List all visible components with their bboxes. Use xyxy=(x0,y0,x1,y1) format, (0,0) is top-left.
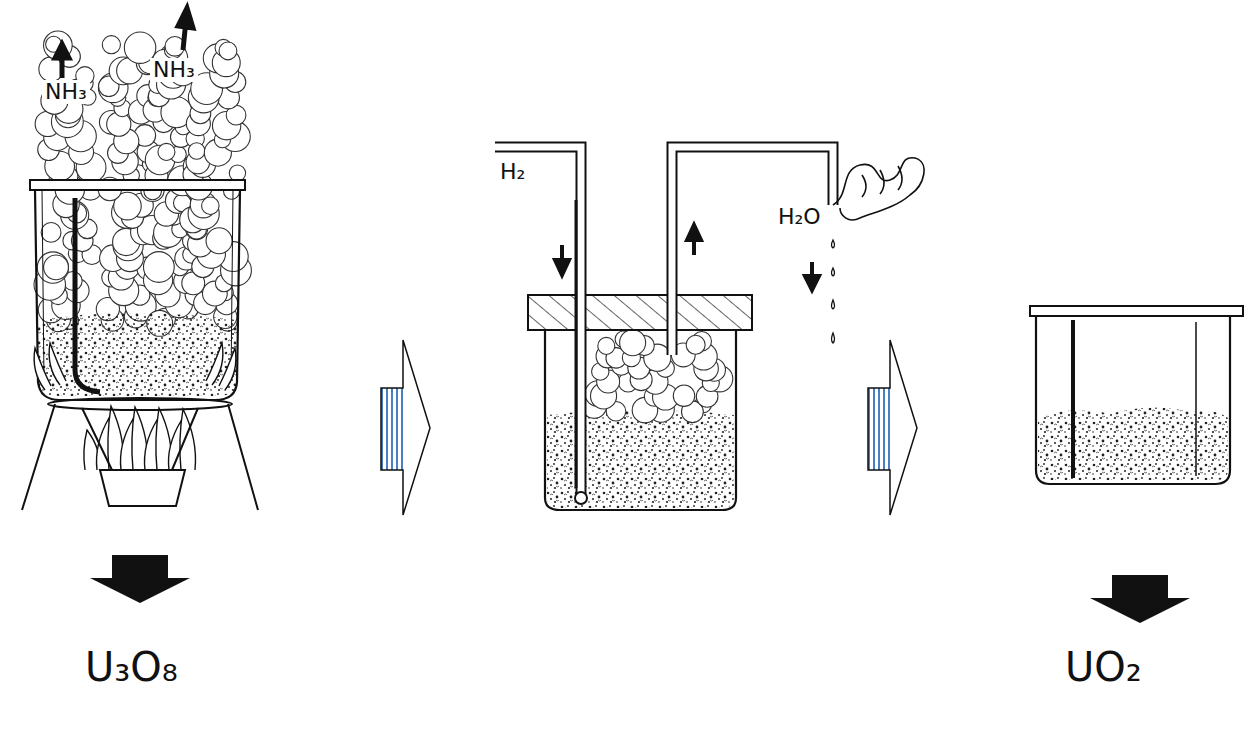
cloud-puff xyxy=(686,335,705,354)
output-arrow xyxy=(1090,575,1190,623)
flow-arrow xyxy=(805,262,819,290)
outlet-pipe xyxy=(672,147,833,355)
cloud-puff xyxy=(188,143,204,159)
tripod xyxy=(22,404,258,510)
process-arrow xyxy=(868,340,917,515)
beaker-wall xyxy=(42,190,44,380)
cloud-puff xyxy=(158,143,175,160)
gas-bubble xyxy=(575,492,587,504)
gas-label: NH₃ xyxy=(150,58,198,82)
beaker-wall xyxy=(1036,316,1230,484)
hydrogen-pipe xyxy=(575,200,578,488)
hydrogen-pipe xyxy=(495,147,581,494)
compound-label: UO₂ xyxy=(1062,645,1145,689)
cloud-puff xyxy=(44,255,69,280)
tripod-ring xyxy=(48,398,232,410)
gas-arrow xyxy=(178,8,193,50)
cloud-puff xyxy=(202,197,220,215)
burner-flames xyxy=(34,343,236,470)
outlet-pipe xyxy=(672,147,833,355)
cloud-puff xyxy=(673,385,694,406)
cloud-puff xyxy=(229,165,245,181)
product-beaker xyxy=(1030,306,1243,623)
cloud-puff xyxy=(206,228,232,254)
beaker-wall xyxy=(231,190,233,380)
steam xyxy=(582,330,733,423)
beaker-rim xyxy=(1030,306,1243,316)
cloud-puff xyxy=(41,223,61,243)
hydrogen-pipe xyxy=(495,147,581,494)
flame xyxy=(49,343,66,385)
burner xyxy=(100,470,185,506)
stirring-rod xyxy=(1071,320,1075,478)
flow-arrow xyxy=(687,225,701,255)
compound-label: U₃O₈ xyxy=(82,645,181,689)
stirring-rod xyxy=(75,198,100,392)
cloud-puff xyxy=(102,36,120,54)
condenser-coil xyxy=(833,158,924,220)
cloud-puff xyxy=(620,330,646,356)
water-drops xyxy=(832,240,835,343)
process-arrow xyxy=(381,340,430,515)
gas-label: H₂O xyxy=(775,205,824,229)
beaker-wall xyxy=(35,190,240,400)
reduction-vessel xyxy=(495,147,924,510)
powder xyxy=(38,313,237,396)
gas-label: NH₃ xyxy=(42,80,90,104)
vessel-wall xyxy=(545,330,736,510)
powder xyxy=(1038,407,1228,480)
cloud-puff xyxy=(598,337,615,354)
gas-label: H₂ xyxy=(497,160,528,184)
vessel-lid xyxy=(528,295,752,330)
heating-beaker xyxy=(22,8,258,603)
beaker-rim xyxy=(30,180,245,190)
glass-rod xyxy=(1195,322,1197,476)
gas-arrow xyxy=(55,44,69,78)
output-arrow xyxy=(90,555,190,603)
cloud-puff xyxy=(37,252,68,283)
cloud-puff xyxy=(219,42,237,60)
cloud-puff xyxy=(143,252,174,283)
flow-arrow xyxy=(555,245,569,275)
flame xyxy=(206,343,223,385)
